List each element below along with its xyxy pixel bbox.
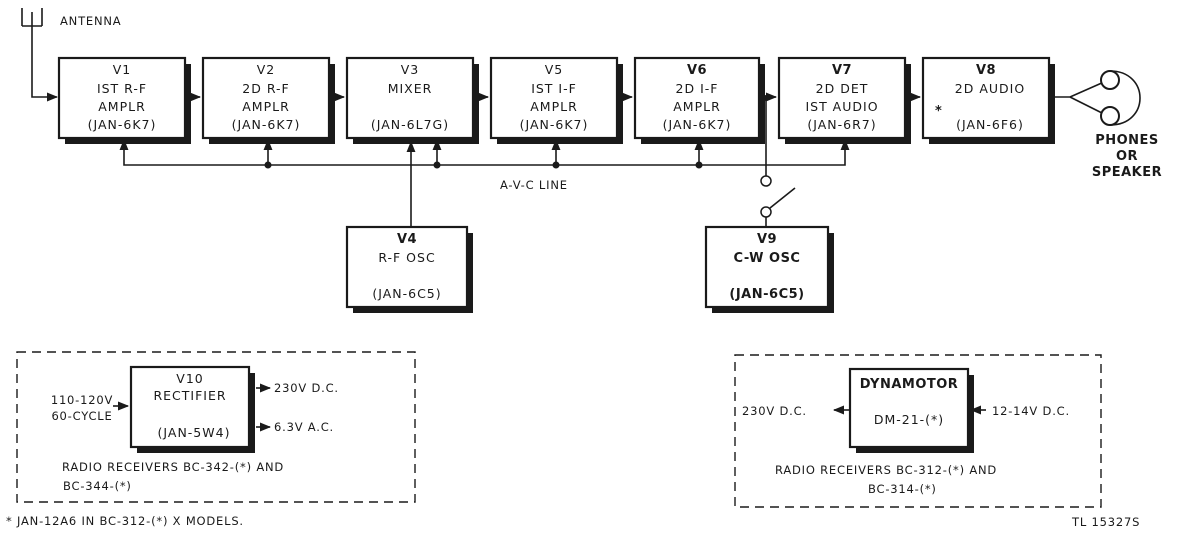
- svg-text:RADIO RECEIVERS BC-312-(*) AND: RADIO RECEIVERS BC-312-(*) AND: [775, 463, 997, 477]
- svg-text:V9: V9: [757, 232, 777, 247]
- headphones-icon: [1049, 70, 1141, 126]
- svg-text:(JAN-6K7): (JAN-6K7): [88, 117, 157, 132]
- svg-text:(JAN-6C5): (JAN-6C5): [372, 286, 441, 301]
- svg-text:2D I-F: 2D I-F: [676, 81, 719, 96]
- tube-v5: V5 IST I-F AMPLR (JAN-6K7): [489, 56, 623, 144]
- svg-text:(JAN-5W4): (JAN-5W4): [158, 425, 231, 440]
- svg-text:PHONES: PHONES: [1095, 133, 1159, 148]
- tube-v6: V6 2D I-F AMPLR (JAN-6K7): [633, 56, 765, 144]
- svg-text:SPEAKER: SPEAKER: [1092, 165, 1162, 180]
- antenna-icon: [21, 8, 59, 102]
- svg-text:V8: V8: [976, 63, 996, 78]
- svg-text:(JAN-6C5): (JAN-6C5): [729, 287, 804, 302]
- antenna-label: ANTENNA: [60, 14, 121, 28]
- output-label: PHONES OR SPEAKER: [1092, 133, 1162, 180]
- svg-text:110-120V: 110-120V: [51, 393, 113, 407]
- svg-text:R-F OSC: R-F OSC: [378, 250, 435, 265]
- svg-text:6.3V A.C.: 6.3V A.C.: [274, 420, 334, 434]
- svg-text:RADIO RECEIVERS BC-342-(*) AND: RADIO RECEIVERS BC-342-(*) AND: [62, 460, 284, 474]
- tube-v8: V8 2D AUDIO * (JAN-6F6): [921, 56, 1055, 144]
- svg-text:IST R-F: IST R-F: [97, 81, 147, 96]
- svg-text:V1: V1: [113, 62, 132, 77]
- svg-text:V2: V2: [257, 62, 276, 77]
- svg-text:IST I-F: IST I-F: [531, 81, 577, 96]
- dynamotor-panel: DYNAMOTOR DM-21-(*) 230V D.C. 12-14V D.C…: [734, 354, 1102, 508]
- svg-text:V6: V6: [687, 63, 707, 78]
- figure-id: TL 15327S: [1071, 515, 1140, 529]
- svg-text:V3: V3: [401, 62, 420, 77]
- svg-text:V7: V7: [832, 63, 852, 78]
- svg-text:MIXER: MIXER: [388, 81, 433, 96]
- svg-text:*: *: [935, 104, 942, 119]
- rectifier-panel: 110-120V 60-CYCLE V10 RECTIFIER (JAN-5W4…: [16, 351, 416, 503]
- avc-line-label: A-V-C LINE: [500, 178, 568, 192]
- avc-line: [119, 138, 850, 169]
- svg-text:C-W OSC: C-W OSC: [734, 251, 801, 266]
- svg-text:(JAN-6L7G): (JAN-6L7G): [371, 117, 449, 132]
- tube-v1: V1 IST R-F AMPLR (JAN-6K7): [57, 56, 191, 144]
- svg-text:(JAN-6K7): (JAN-6K7): [663, 117, 732, 132]
- svg-text:230V D.C.: 230V D.C.: [274, 381, 339, 395]
- svg-text:RECTIFIER: RECTIFIER: [153, 388, 226, 403]
- svg-text:AMPLR: AMPLR: [673, 99, 721, 114]
- svg-text:BC-314-(*): BC-314-(*): [868, 482, 937, 496]
- svg-text:(JAN-6K7): (JAN-6K7): [520, 117, 589, 132]
- svg-text:2D R-F: 2D R-F: [242, 81, 289, 96]
- tube-v9: V9 C-W OSC (JAN-6C5): [704, 225, 834, 313]
- tube-v3: V3 MIXER (JAN-6L7G): [345, 56, 479, 144]
- svg-text:BC-344-(*): BC-344-(*): [63, 479, 132, 493]
- tube-v4: V4 R-F OSC (JAN-6C5): [345, 225, 473, 313]
- svg-text:DYNAMOTOR: DYNAMOTOR: [860, 377, 959, 392]
- svg-text:230V D.C.: 230V D.C.: [742, 404, 807, 418]
- svg-text:OR: OR: [1116, 149, 1138, 164]
- svg-text:V10: V10: [176, 371, 203, 386]
- svg-text:AMPLR: AMPLR: [98, 99, 146, 114]
- svg-text:AMPLR: AMPLR: [242, 99, 290, 114]
- tube-v2: V2 2D R-F AMPLR (JAN-6K7): [201, 56, 335, 144]
- svg-text:2D AUDIO: 2D AUDIO: [955, 81, 1025, 96]
- svg-text:DM-21-(*): DM-21-(*): [874, 412, 944, 427]
- svg-text:(JAN-6K7): (JAN-6K7): [232, 117, 301, 132]
- svg-text:V5: V5: [545, 62, 564, 77]
- svg-text:IST AUDIO: IST AUDIO: [805, 99, 878, 114]
- tube-v7: V7 2D DET IST AUDIO (JAN-6R7): [777, 56, 911, 144]
- svg-text:V4: V4: [397, 232, 417, 247]
- svg-text:60-CYCLE: 60-CYCLE: [51, 409, 112, 423]
- svg-text:(JAN-6R7): (JAN-6R7): [807, 117, 876, 132]
- svg-text:2D DET: 2D DET: [816, 81, 869, 96]
- svg-text:(JAN-6F6): (JAN-6F6): [956, 117, 1024, 132]
- cw-switch: [760, 95, 796, 226]
- svg-text:AMPLR: AMPLR: [530, 99, 578, 114]
- footnote: * JAN-12A6 IN BC-312-(*) X MODELS.: [6, 514, 244, 528]
- svg-text:12-14V D.C.: 12-14V D.C.: [992, 404, 1070, 418]
